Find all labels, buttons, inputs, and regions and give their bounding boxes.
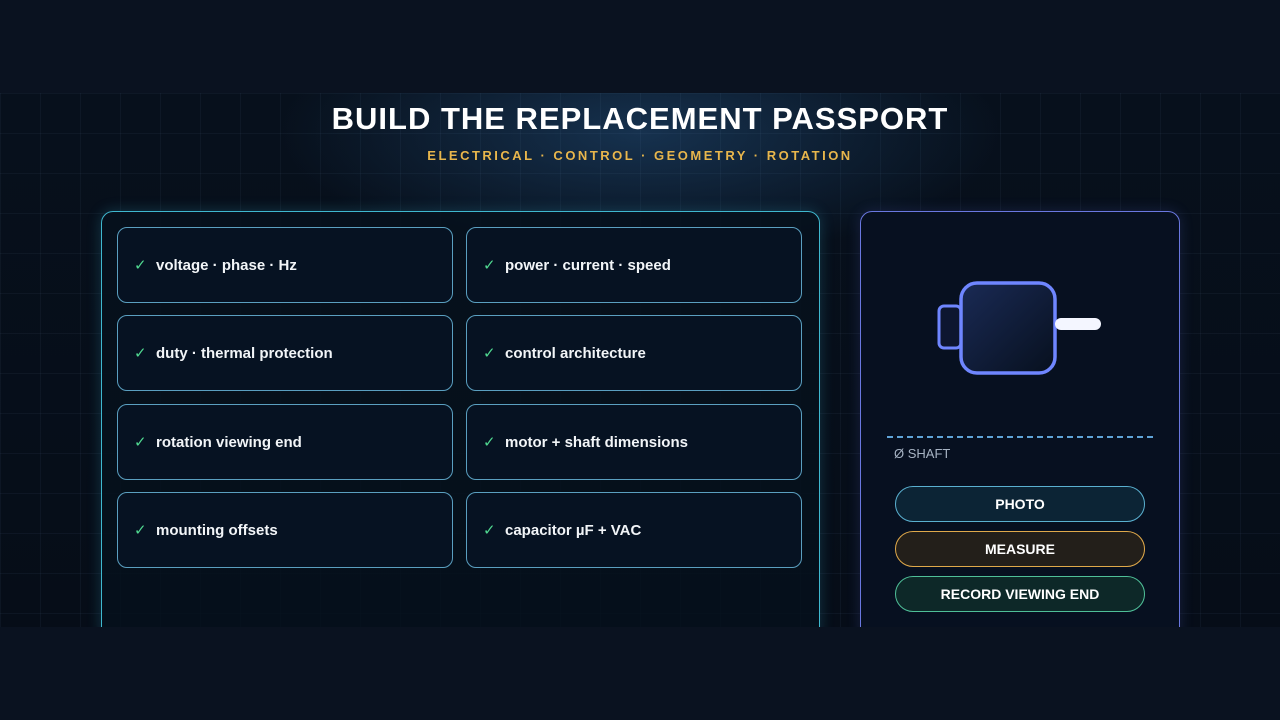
record-viewing-end-button[interactable]: RECORD VIEWING END [895,576,1145,612]
check-icon: ✓ [483,434,496,451]
check-icon: ✓ [134,257,147,274]
checklist-item: ✓ rotation viewing end [117,404,453,480]
check-icon: ✓ [134,434,147,451]
checklist-item-label: mounting offsets [156,521,278,539]
checklist-item-label: rotation viewing end [156,433,302,451]
motor-icon [937,281,1101,375]
page-title: BUILD THE REPLACEMENT PASSPORT [331,101,949,136]
checklist-item-label: motor + shaft dimensions [505,433,688,451]
letterbox-top [0,0,1280,93]
slide-stage: BUILD THE REPLACEMENT PASSPORT ELECTRICA… [0,93,1280,627]
shaft-guide-line [887,436,1153,438]
check-icon: ✓ [134,345,147,362]
checklist-item-label: capacitor µF + VAC [505,521,642,539]
measure-button[interactable]: MEASURE [895,531,1145,567]
check-icon: ✓ [134,522,147,539]
checklist-item-label: power · current · speed [505,256,671,274]
photo-button[interactable]: PHOTO [895,486,1145,522]
shaft-label: Ø SHAFT [894,446,951,461]
checklist-item: ✓ motor + shaft dimensions [466,404,802,480]
checklist-item: ✓ control architecture [466,315,802,391]
checklist-item: ✓ power · current · speed [466,227,802,303]
checklist-panel: ✓ voltage · phase · Hz ✓ power · current… [101,211,820,627]
checklist-item-label: control architecture [505,344,646,362]
check-icon: ✓ [483,522,496,539]
capture-panel: Ø SHAFT PHOTO MEASURE RECORD VIEWING END [860,211,1180,627]
checklist-item: ✓ duty · thermal protection [117,315,453,391]
checklist-item-label: duty · thermal protection [156,344,333,362]
check-icon: ✓ [483,345,496,362]
checklist-item: ✓ mounting offsets [117,492,453,568]
checklist-item: ✓ voltage · phase · Hz [117,227,453,303]
letterbox-bottom [0,627,1280,720]
page-subtitle: ELECTRICAL · CONTROL · GEOMETRY · ROTATI… [427,148,853,163]
checklist-item: ✓ capacitor µF + VAC [466,492,802,568]
check-icon: ✓ [483,257,496,274]
checklist-item-label: voltage · phase · Hz [156,256,297,274]
